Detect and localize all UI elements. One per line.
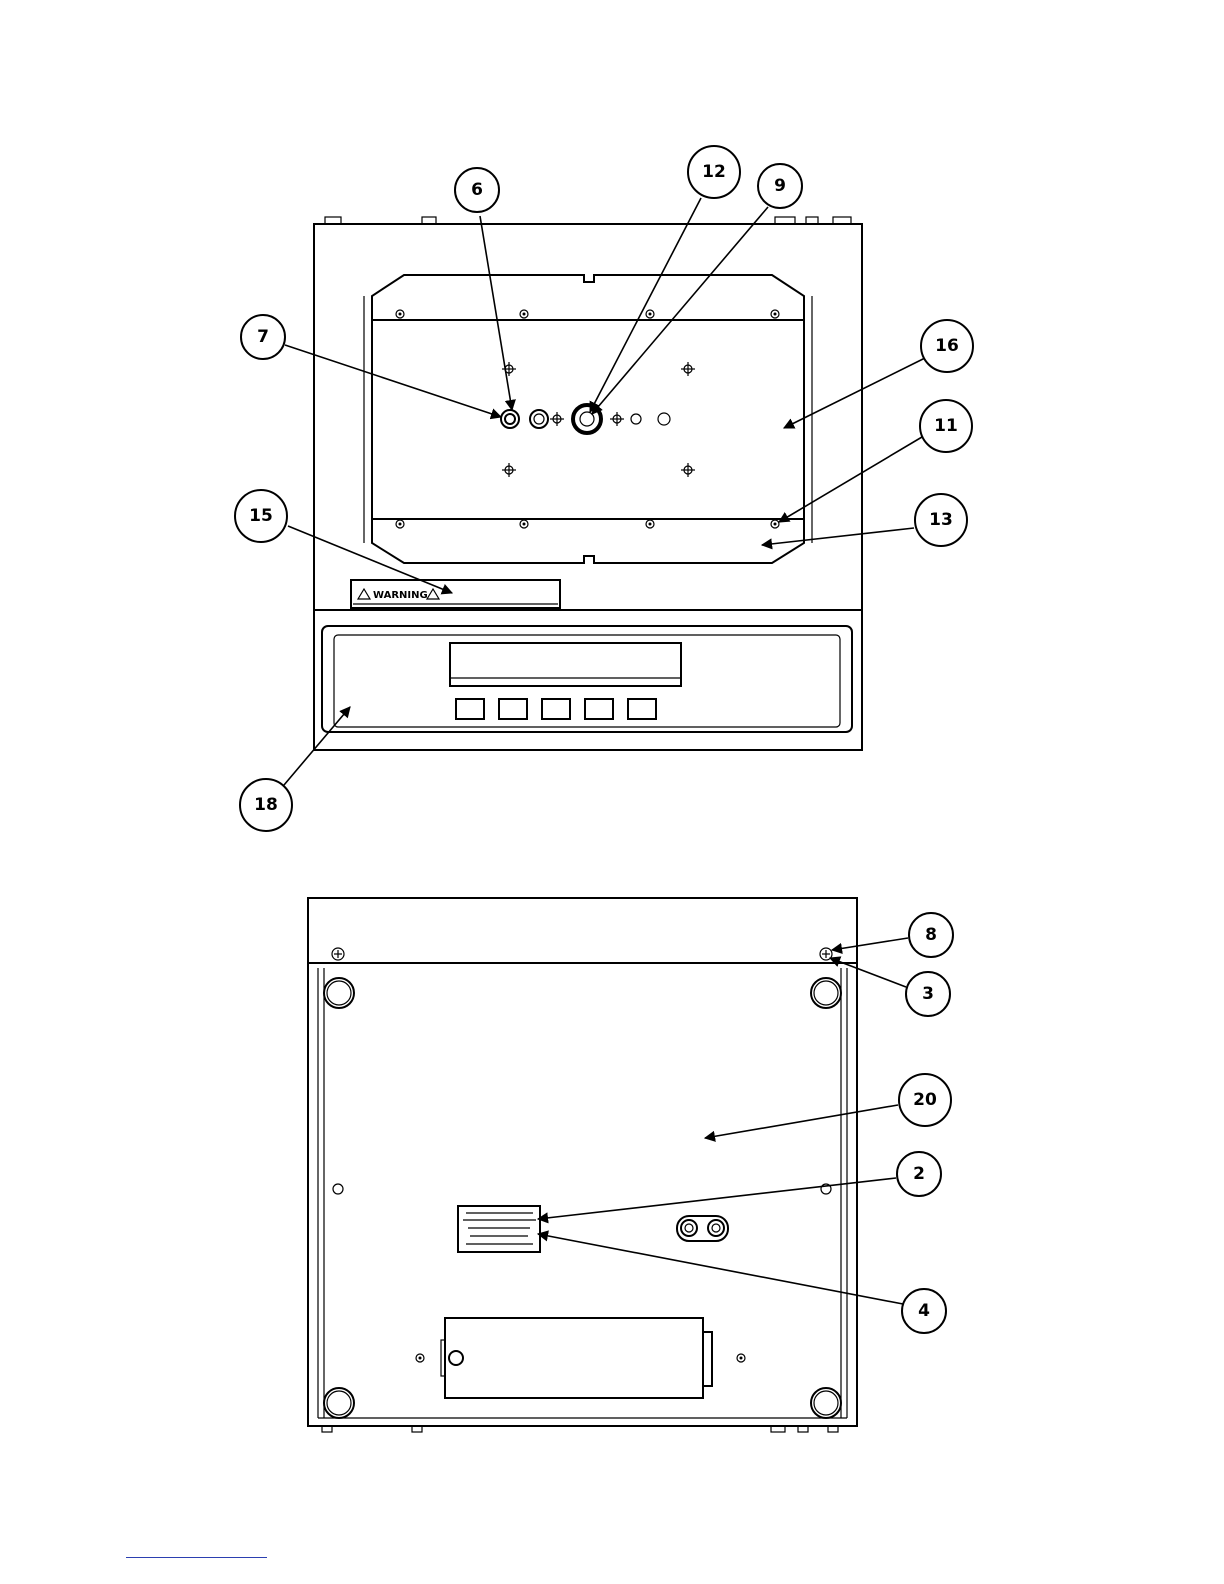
callout-11: 11 [920,400,972,452]
callout-18: 18 [240,779,292,831]
keypad-key [628,699,656,719]
svg-text:2: 2 [913,1164,925,1184]
battery-compartment [441,1318,712,1398]
svg-text:15: 15 [249,506,273,526]
keypad-key [585,699,613,719]
callout-16: 16 [921,320,973,372]
callout-20: 20 [899,1074,951,1126]
bottom-view [308,898,857,1432]
svg-text:9: 9 [774,176,786,196]
keypad-key [542,699,570,719]
display-window [450,643,681,686]
pan-screws [396,310,779,528]
svg-text:6: 6 [471,180,483,200]
svg-text:8: 8 [925,925,937,945]
svg-text:20: 20 [913,1090,937,1110]
serial-label [458,1206,540,1252]
svg-text:18: 18 [254,795,278,815]
callout-4: 4 [902,1289,946,1333]
bottom-housing [308,898,857,1426]
warning-label: WARNING [351,580,560,608]
callout-8: 8 [909,913,953,957]
callout-3: 3 [906,972,950,1016]
rubber-feet [324,978,841,1418]
svg-text:11: 11 [934,416,958,436]
svg-text:16: 16 [935,336,959,356]
warning-label-text: WARNING [373,590,428,601]
svg-text:7: 7 [257,327,269,347]
keypad-key [499,699,527,719]
svg-text:4: 4 [918,1301,930,1321]
connector [677,1216,728,1241]
central-fittings [501,405,670,433]
display-panel [322,626,852,732]
top-view: WARNING [314,217,862,750]
callout-15: 15 [235,490,287,542]
callout-7: 7 [241,315,285,359]
svg-text:12: 12 [702,162,726,182]
top-housing [314,224,862,750]
callout-12: 12 [688,146,740,198]
callout-9: 9 [758,164,802,208]
callout-6: 6 [455,168,499,212]
footer-rule [126,1557,267,1558]
callout-2: 2 [897,1152,941,1196]
svg-text:13: 13 [929,510,953,530]
svg-text:3: 3 [922,984,934,1004]
keypad-key [456,699,484,719]
callout-13: 13 [915,494,967,546]
